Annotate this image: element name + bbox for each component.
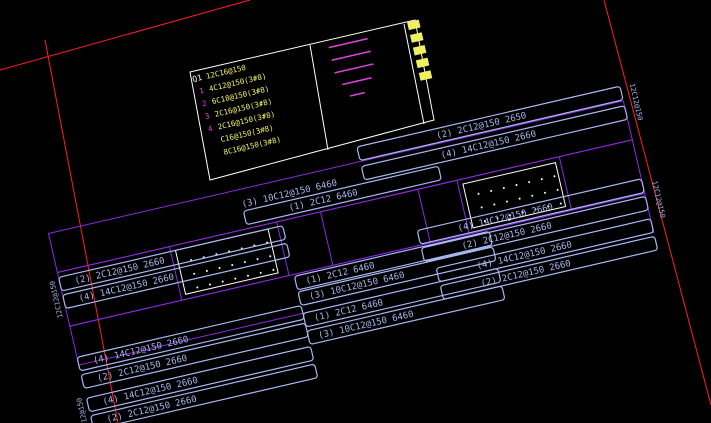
slab-divider-d [417, 189, 431, 243]
rebar-symbol-2 [331, 50, 371, 61]
table-row-1-num: 1 [198, 86, 204, 96]
table-row-2-num: 2 [201, 99, 207, 109]
slab-divider-b [276, 221, 290, 276]
opening-right-frame [462, 162, 567, 229]
opening-dot [480, 206, 483, 209]
slab-divider-e [456, 180, 470, 234]
opening-dot [506, 200, 509, 203]
table-rebar-symbols [328, 37, 374, 97]
opening-dot [528, 181, 531, 184]
rebar-loop-right-d [440, 236, 658, 300]
opening-dot [518, 197, 521, 200]
opening-dot [556, 188, 559, 191]
table-frame [189, 19, 435, 181]
opening-dot [531, 194, 534, 197]
opening-dot [502, 186, 505, 189]
opening-dot [247, 274, 250, 277]
rebar-loop-center-a [294, 231, 493, 290]
opening-dot [534, 208, 537, 211]
opening-dot [256, 258, 259, 261]
rebar-loop-center-b [297, 246, 496, 306]
table-divider-col1 [309, 44, 329, 151]
rebar-symbol-4 [342, 76, 372, 86]
rebar-loop-top-right-2 [361, 105, 628, 181]
slab-drawing: (2) 2C12@150 2650 (4) 14C12@150 2660 (3)… [47, 83, 667, 423]
rebar-symbol-1 [328, 37, 368, 49]
red-axis-horizontal [0, 0, 251, 71]
table-text: Q1 12C16@150 1 4C12@150(3#8) 2 6C18@150(… [191, 19, 433, 157]
slab-divider-c [320, 211, 334, 266]
slab-divider-f [558, 156, 573, 211]
mark-4 [415, 57, 430, 69]
opening-dot [269, 255, 272, 258]
mark-1 [407, 19, 421, 31]
opening-dot [509, 214, 512, 217]
rebar-loop-bottom-left-2 [81, 323, 309, 389]
opening-dot [483, 220, 486, 223]
rebar-loop-right-b [421, 196, 649, 262]
opening-dot [515, 184, 518, 187]
opening-dot [540, 178, 543, 181]
rebar-loop-bottom-left-3 [86, 346, 314, 412]
opening-dot [209, 283, 212, 286]
rebar-loop-right-c [436, 218, 654, 282]
opening-dot [196, 286, 199, 289]
table-header: Q1 [191, 73, 203, 84]
opening-dot [231, 264, 234, 267]
slab-divider-a [169, 246, 183, 301]
opening-dots [190, 175, 562, 289]
rebar-loop-bottom-left-1 [77, 305, 305, 371]
opening-dot [477, 192, 480, 195]
table-right-column-marks [407, 19, 433, 81]
label-l-side: 12C12@150 [48, 280, 64, 319]
opening-dot [547, 205, 550, 208]
opening-dot [272, 268, 275, 271]
table-row-4-num: 4 [207, 124, 214, 134]
table-row-3-num: 3 [204, 111, 210, 121]
opening-dot [259, 271, 262, 274]
table-divider-col2 [403, 23, 425, 125]
rebar-loop-center-d [306, 285, 505, 345]
opening-right [462, 162, 567, 229]
opening-dot [205, 269, 208, 272]
rebar-loop-right-a [417, 178, 645, 245]
rebar-symbol-5 [350, 91, 365, 97]
rebar-schedule-table [189, 19, 435, 181]
opening-dot [521, 211, 524, 214]
rebar-loop-mid-top [243, 166, 442, 225]
opening-dot [490, 189, 493, 192]
mark-3 [412, 44, 427, 56]
label-r-top-side: 12C12@150 [628, 83, 644, 122]
red-axis-vertical-right [603, 0, 711, 406]
opening-dot [544, 191, 547, 194]
opening-dot [193, 272, 196, 275]
rebar-loop-center-c [302, 268, 501, 327]
rebar-loop-top-left-2 [62, 243, 290, 309]
opening-dot [218, 266, 221, 269]
label-r2-side: 12C12@150 [650, 180, 666, 219]
rebar-loop-top-right-1 [356, 86, 624, 161]
opening-dot [493, 203, 496, 206]
opening-dot [496, 217, 499, 220]
opening-dot [553, 175, 556, 178]
mark-2 [409, 32, 424, 43]
rebar-symbol-3 [334, 63, 374, 74]
opening-dot [234, 277, 237, 280]
mark-5 [418, 70, 433, 81]
opening-dot [243, 261, 246, 264]
opening-dot [559, 202, 562, 205]
opening-dot [221, 280, 224, 283]
rebar-loop-top-left-1 [58, 225, 286, 292]
